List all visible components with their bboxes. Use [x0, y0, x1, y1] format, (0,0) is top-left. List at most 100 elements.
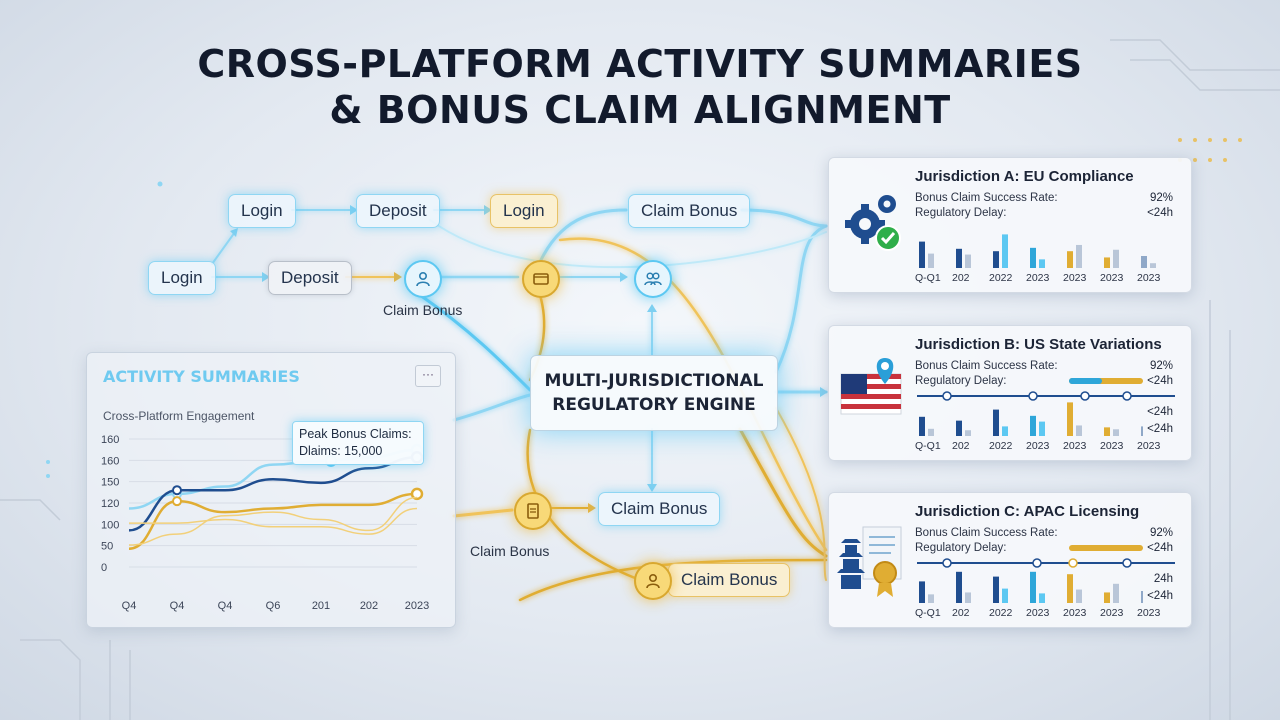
bar: [1030, 415, 1036, 436]
bar: [1104, 427, 1110, 436]
series-point: [410, 487, 424, 501]
claim-bonus-bottom-pill[interactable]: Claim Bonus: [668, 563, 791, 597]
bar: [1039, 259, 1045, 268]
engine-line2: REGULATORY ENGINE: [552, 395, 756, 415]
bar: [928, 594, 934, 603]
callout-line2: Dlaims: 15,000: [299, 444, 383, 458]
bar: [1076, 244, 1082, 268]
bar: [919, 241, 925, 268]
y-tick-label: 50: [101, 541, 113, 553]
bar: [1076, 589, 1082, 603]
jurisdiction-c-extra-2: <24h: [1147, 590, 1173, 602]
y-tick-label: 120: [101, 498, 119, 510]
jurisdiction-b-bar-chart: [919, 402, 1143, 436]
bar: [1113, 429, 1119, 436]
bar-x-label: 2023: [1137, 272, 1161, 284]
jurisdiction-b-rate-label: Bonus Claim Success Rate:: [915, 360, 1058, 372]
timeline-slider[interactable]: [913, 388, 1183, 408]
user-node-icon[interactable]: [404, 260, 442, 298]
bar-x-label: 2022: [989, 607, 1013, 619]
flow-login-top[interactable]: Login: [228, 194, 296, 228]
delay-progress-bar-c: [1069, 545, 1143, 551]
callout-line1: Peak Bonus Claims:: [299, 427, 412, 441]
bar: [1113, 583, 1119, 603]
bar-x-label: 2023: [1137, 607, 1161, 619]
bar-x-label: 2023: [1137, 440, 1161, 452]
jurisdiction-card-b[interactable]: Jurisdiction B: US State Variations Bonu…: [828, 325, 1192, 461]
regulatory-engine-box[interactable]: MULTI-JURISDICTIONAL REGULATORY ENGINE: [530, 355, 778, 431]
bar: [1141, 426, 1143, 436]
flow-deposit-mid[interactable]: Deposit: [268, 261, 352, 295]
jurisdiction-card-c[interactable]: Jurisdiction C: APAC Licensing Bonus Cla…: [828, 492, 1192, 628]
bar: [956, 571, 962, 603]
flow-login-top-gold[interactable]: Login: [490, 194, 558, 228]
users-icon: [644, 272, 662, 286]
bar-x-label: 2023: [1063, 607, 1087, 619]
bar: [1076, 425, 1082, 436]
bar-x-label: 2022: [989, 272, 1013, 284]
bar: [1002, 588, 1008, 603]
x-tick-label: Q4: [218, 600, 233, 612]
x-tick-label: 201: [312, 600, 330, 612]
y-tick-label: 160: [101, 434, 119, 446]
jurisdiction-c-bar-chart: [919, 571, 1143, 603]
bar: [965, 592, 971, 603]
engine-line1: MULTI-JURISDICTIONAL: [544, 371, 764, 391]
activity-panel-subtitle: Cross-Platform Engagement: [103, 409, 255, 423]
bar: [1030, 247, 1036, 268]
jurisdiction-card-a[interactable]: Jurisdiction A: EU Compliance Bonus Clai…: [828, 157, 1192, 293]
bar: [993, 251, 999, 268]
jurisdiction-c-delay-label: Regulatory Delay:: [915, 542, 1007, 554]
bar: [1067, 251, 1073, 268]
document-node-icon[interactable]: [514, 492, 552, 530]
jurisdiction-c-rate-value: 92%: [1149, 527, 1173, 539]
bar-x-label: 202: [952, 272, 970, 284]
bar-x-label: 2023: [1063, 440, 1087, 452]
bar-x-label: 202: [952, 440, 970, 452]
bar: [965, 254, 971, 268]
claim-bonus-lower-left-label: Claim Bonus: [470, 543, 550, 559]
y-tick-label: 160: [101, 455, 119, 467]
x-tick-label: Q4: [170, 600, 185, 612]
bar: [1104, 592, 1110, 603]
bar: [1067, 574, 1073, 603]
bar: [1150, 263, 1156, 268]
window-node-icon[interactable]: [522, 260, 560, 298]
claim-bonus-top-pill[interactable]: Claim Bonus: [628, 194, 751, 228]
person-node-icon[interactable]: [634, 562, 672, 600]
us-flag-pin-icon: [840, 358, 902, 415]
bar-x-label: 2023: [1100, 440, 1124, 452]
bar: [993, 409, 999, 436]
timeline-slider-c[interactable]: [913, 555, 1183, 575]
jurisdiction-b-title: Jurisdiction B: US State Variations: [915, 336, 1162, 353]
pagoda-certificate-icon: [837, 526, 902, 597]
claim-bonus-lower-pill[interactable]: Claim Bonus: [598, 492, 721, 526]
jurisdiction-c-title: Jurisdiction C: APAC Licensing: [915, 503, 1140, 520]
delay-progress-bar: [1069, 378, 1143, 384]
y-tick-label: 0: [101, 562, 107, 574]
bar-x-label: 2023: [1026, 272, 1050, 284]
bar: [928, 428, 934, 436]
bar: [1002, 234, 1008, 268]
bar: [1039, 421, 1045, 436]
jurisdiction-a-rate-value: 92%: [1149, 192, 1173, 204]
flow-login-mid[interactable]: Login: [148, 261, 216, 295]
document-icon: [527, 503, 539, 519]
activity-summaries-panel: ACTIVITY SUMMARIES ··· Cross-Platform En…: [86, 352, 456, 628]
flow-deposit-top[interactable]: Deposit: [356, 194, 440, 228]
jurisdiction-a-delay-label: Regulatory Delay:: [915, 207, 1007, 219]
bar: [1039, 593, 1045, 603]
users-node-icon[interactable]: [634, 260, 672, 298]
x-tick-label: 2023: [405, 600, 429, 612]
jurisdiction-b-delay-label: Regulatory Delay:: [915, 375, 1007, 387]
panel-menu-button[interactable]: ···: [415, 365, 441, 387]
x-tick-label: Q6: [266, 600, 281, 612]
x-tick-label: 202: [360, 600, 378, 612]
jurisdiction-b-delay-value: <24h: [1147, 375, 1173, 387]
bar-x-label: 2023: [1026, 607, 1050, 619]
bar-x-label: 2023: [1100, 607, 1124, 619]
page-title-line1: CROSS-PLATFORM ACTIVITY SUMMARIES: [197, 42, 1083, 86]
peak-bonus-callout: Peak Bonus Claims: Dlaims: 15,000: [292, 421, 424, 465]
